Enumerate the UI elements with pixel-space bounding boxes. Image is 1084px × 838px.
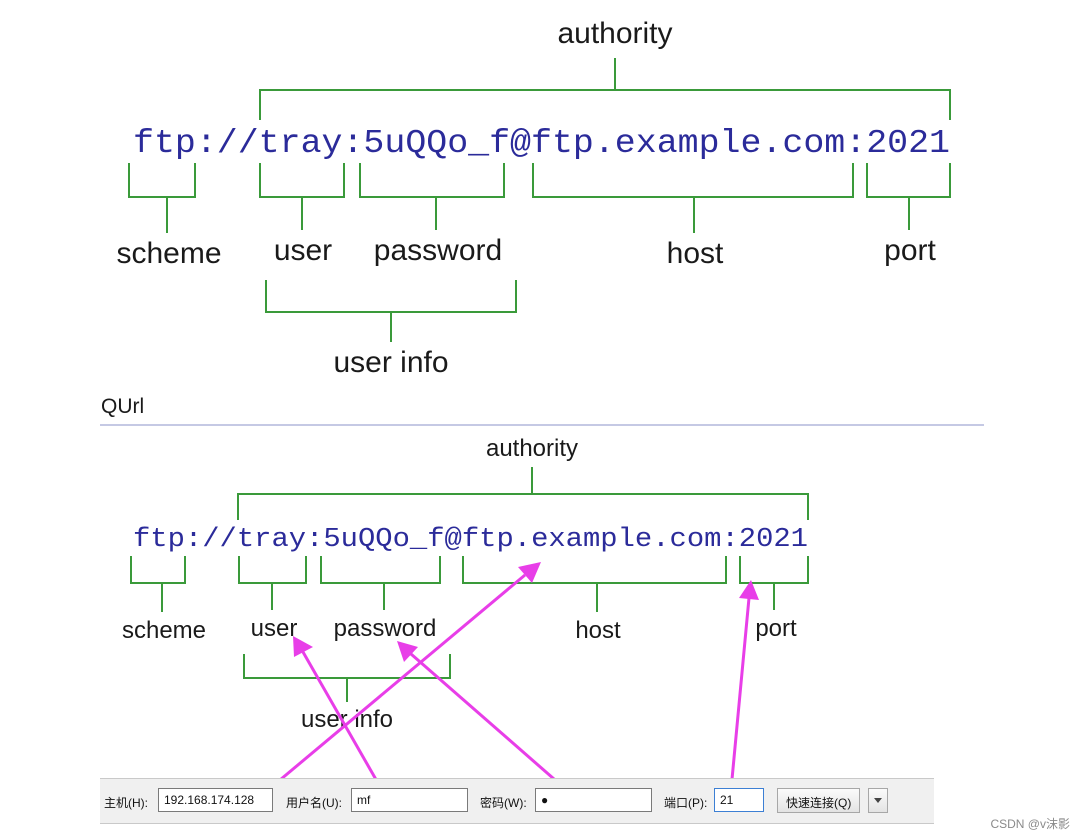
- top-password-label: password: [374, 234, 502, 267]
- top-user-label: user: [274, 234, 332, 267]
- bottom-url-scheme: ftp://: [133, 525, 237, 555]
- mapping-arrows: [267, 562, 759, 795]
- bottom-user-brace: [238, 556, 307, 610]
- bottom-port-brace: [739, 556, 809, 610]
- bottom-url-at: @: [445, 525, 462, 555]
- watermark: CSDN @v沫影: [990, 817, 1070, 831]
- bottom-url-host: ftp.example.com: [462, 525, 722, 555]
- top-url-port: 2021: [866, 125, 950, 162]
- top-url-user: tray: [259, 125, 343, 162]
- bottom-scheme-label: scheme: [122, 617, 206, 644]
- top-user-brace: [259, 163, 345, 230]
- password-label: 密码(W):: [480, 796, 527, 810]
- password-input[interactable]: ●: [535, 788, 652, 812]
- bottom-user-label: user: [251, 615, 298, 642]
- arrow-user-field-to-user: [301, 651, 384, 791]
- arrow-head-port: [739, 580, 759, 600]
- top-userinfo-label: user info: [333, 346, 448, 379]
- bottom-host-brace: [462, 556, 727, 612]
- port-input[interactable]: 21: [714, 788, 764, 812]
- quick-connect-toolbar: 主机(H): 192.168.174.128 用户名(U): mf 密码(W):…: [100, 778, 934, 824]
- top-url-separator: :: [342, 125, 363, 162]
- host-input[interactable]: 192.168.174.128: [158, 788, 273, 812]
- top-host-brace: [532, 163, 854, 233]
- arrow-host-field-to-host: [267, 573, 526, 792]
- section-title: QUrl: [101, 395, 144, 418]
- bottom-url-separator: :: [306, 525, 323, 555]
- top-password-brace: [359, 163, 505, 230]
- top-url: ftp://tray:5uQQo_f@ftp.example.com:2021: [133, 125, 950, 162]
- arrow-port-field-to-port: [729, 597, 751, 791]
- bottom-userinfo-brace: [243, 654, 451, 702]
- top-userinfo-brace: [265, 280, 517, 342]
- arrow-head-user: [293, 636, 313, 657]
- bottom-host-label: host: [575, 617, 621, 644]
- arrow-password-field-to-password: [410, 652, 571, 795]
- bottom-authority-label: authority: [486, 435, 578, 462]
- bottom-scheme-brace: [130, 556, 186, 612]
- top-url-password: 5uQQo_f: [363, 125, 510, 162]
- bottom-port-label: port: [755, 615, 797, 642]
- arrow-head-password: [397, 641, 418, 662]
- top-scheme-brace: [128, 163, 196, 233]
- username-input[interactable]: mf: [351, 788, 468, 812]
- bottom-url: ftp://tray:5uQQo_f@ftp.example.com:2021: [133, 525, 808, 555]
- top-url-at: @: [510, 125, 531, 162]
- bottom-password-brace: [320, 556, 441, 610]
- top-host-label: host: [667, 237, 724, 270]
- bottom-authority-brace: [237, 467, 809, 520]
- top-url-host: ftp.example.com: [531, 125, 845, 162]
- bottom-url-password: 5uQQo_f: [323, 525, 444, 555]
- chevron-down-icon: [874, 798, 882, 803]
- top-authority-label: authority: [557, 17, 672, 50]
- top-port-label: port: [884, 234, 936, 267]
- quick-connect-button[interactable]: 快速连接(Q): [777, 788, 861, 813]
- top-url-scheme: ftp://: [133, 125, 259, 162]
- bottom-url-port: 2021: [739, 525, 808, 555]
- username-label: 用户名(U):: [286, 796, 342, 810]
- bottom-url-user: tray: [237, 525, 306, 555]
- port-label: 端口(P):: [664, 796, 708, 810]
- bottom-diagram: authority ftp://tray:5uQQo_f@ftp.example…: [122, 435, 809, 733]
- top-scheme-label: scheme: [116, 237, 221, 270]
- top-authority-brace: [259, 58, 951, 120]
- arrow-head-host: [518, 562, 541, 583]
- bottom-password-label: password: [334, 615, 437, 642]
- bottom-url-port-separator: :: [721, 525, 738, 555]
- top-diagram: authority ftp://tray:5uQQo_f@ftp.example…: [116, 17, 951, 379]
- top-port-brace: [866, 163, 951, 230]
- top-url-port-separator: :: [845, 125, 866, 162]
- quick-connect-dropdown[interactable]: [868, 788, 888, 813]
- host-label: 主机(H):: [104, 796, 148, 810]
